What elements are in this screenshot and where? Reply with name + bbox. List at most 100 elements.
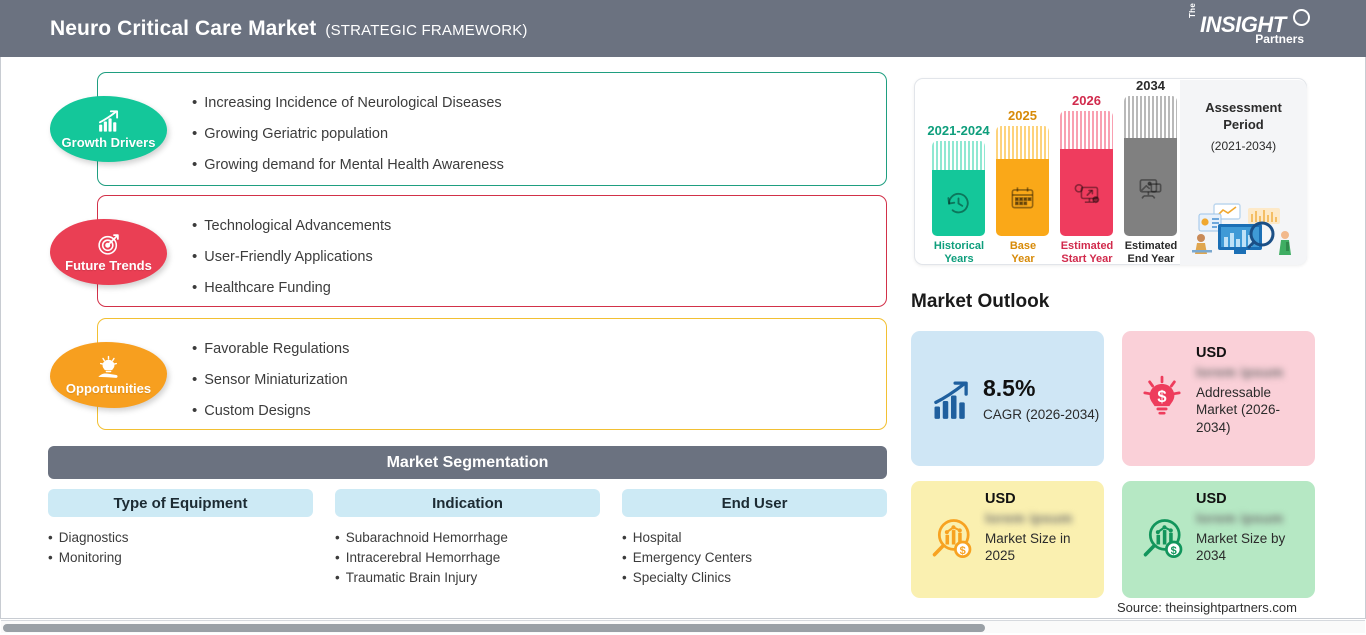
magnifier-bars-dollar-icon: $ [1140, 517, 1184, 566]
badge-opportunities[interactable]: Opportunities [50, 342, 167, 408]
segment-column-title: Type of Equipment [48, 489, 313, 517]
list-item: Monitoring [48, 548, 313, 568]
segment-items: HospitalEmergency CentersSpecialty Clini… [622, 528, 887, 588]
hand-lightbulb-icon [96, 354, 121, 380]
outlook-card-1: 8.5% CAGR (2026-2034) [911, 331, 1104, 466]
assessment-title-line1: Assessment [1205, 100, 1282, 115]
svg-text:$: $ [960, 545, 966, 557]
segment-items: Subarachnoid HemorrhageIntracerebral Hem… [335, 528, 600, 588]
badge-label: Growth Drivers [61, 135, 156, 150]
list-item: Growing demand for Mental Health Awarene… [192, 157, 504, 174]
list-item: User-Friendly Applications [192, 249, 391, 266]
assessment-title-line2: Period [1223, 116, 1264, 132]
assessment-title: Assessment Period [1180, 100, 1307, 133]
card-currency: USD [1196, 345, 1227, 361]
list-item: Hospital [622, 528, 887, 548]
logo-the-text: The [1188, 2, 1197, 18]
card-value: 8.5% [983, 375, 1036, 401]
badge-growth-drivers[interactable]: Growth Drivers [50, 96, 167, 162]
outlook-card-4: $ USD lorem ipsum Market Size by 2034 [1122, 481, 1315, 598]
list-item: Intracerebral Hemorrhage [335, 548, 600, 568]
svg-text:$: $ [1157, 388, 1166, 406]
list-item: Emergency Centers [622, 548, 887, 568]
svg-text:$: $ [1171, 545, 1177, 557]
list-item: Specialty Clinics [622, 568, 887, 588]
market-outlook-title: Market Outlook [911, 291, 1050, 312]
logo-partners-text: Partners [1255, 32, 1304, 46]
card-label: Addressable Market (2026-2034) [1196, 385, 1281, 435]
bar-hatch-segment [932, 141, 985, 170]
list-item: Favorable Regulations [192, 341, 349, 358]
list-item: Subarachnoid Hemorrhage [335, 528, 600, 548]
bar-year-label: 2021-2024 [927, 123, 990, 138]
magnifier-bars-dollar-icon: $ [929, 517, 973, 566]
target-dart-icon [96, 231, 121, 257]
list-item: Sensor Miniaturization [192, 372, 349, 389]
market-segmentation-header: Market Segmentation [48, 446, 887, 479]
list-item: Custom Designs [192, 403, 349, 420]
card-value-blurred: lorem ipsum [985, 510, 1073, 526]
gear-monitor-icon [1060, 149, 1113, 236]
list-item: Diagnostics [48, 528, 313, 548]
page-title: Neuro Critical Care Market (STRATEGIC FRA… [50, 17, 528, 41]
badge-future-trends[interactable]: Future Trends [50, 219, 167, 285]
segment-column-title: End User [622, 489, 887, 517]
card-label: CAGR (2026-2034) [983, 407, 1100, 422]
bar-hatch-segment [1124, 96, 1177, 138]
insight-partners-logo: The INSIGHT Partners [1188, 3, 1310, 50]
segment-column-type-of-equipment: Type of Equipment DiagnosticsMonitoring [48, 489, 313, 568]
badge-label: Opportunities [65, 381, 152, 396]
badge-label: Future Trends [65, 258, 152, 273]
segment-column-title: Indication [335, 489, 600, 517]
scrollbar-thumb[interactable] [3, 624, 985, 632]
image-monitor-icon [1124, 138, 1177, 236]
list-item: Healthcare Funding [192, 280, 391, 297]
list-item: Increasing Incidence of Neurological Dis… [192, 95, 504, 112]
logo-insight-text: INSIGHT [1200, 12, 1286, 37]
page-title-text: Neuro Critical Care Market [50, 16, 317, 40]
bar-hatch-segment [996, 126, 1049, 159]
source-attribution: Source: theinsightpartners.com [1117, 600, 1297, 615]
outlook-card-2: $ USD lorem ipsum Addressable Market (20… [1122, 331, 1315, 466]
lightbulb-dollar-icon: $ [1140, 375, 1184, 424]
bar-chart-arrow-icon [96, 108, 121, 134]
card-currency: USD [985, 491, 1016, 507]
business-analytics-illustration-icon [1192, 203, 1291, 255]
card-currency: USD [1196, 491, 1227, 507]
list-item: Traumatic Brain Injury [335, 568, 600, 588]
page-header: Neuro Critical Care Market (STRATEGIC FRA… [0, 0, 1366, 57]
assessment-period-range: (2021-2034) [1210, 139, 1277, 154]
row-bullet-list: Increasing Incidence of Neurological Dis… [192, 95, 504, 188]
card-value-blurred: lorem ipsum [1196, 364, 1284, 380]
list-item: Growing Geriatric population [192, 126, 504, 143]
assessment-period-side: Assessment Period (2021-2034) [1180, 80, 1307, 265]
bar-hatch-segment [1060, 111, 1113, 149]
outlook-card-3: $ USD lorem ipsum Market Size in 2025 [911, 481, 1104, 598]
bar-year-label: 2026 [1072, 93, 1101, 108]
card-value-blurred: lorem ipsum [1196, 510, 1284, 526]
bar-year-label: 2025 [1008, 108, 1037, 123]
horizontal-scrollbar[interactable] [1, 620, 1365, 633]
segment-items: DiagnosticsMonitoring [48, 528, 313, 568]
logo-ring-icon [1293, 9, 1310, 26]
segment-column-indication: Indication Subarachnoid HemorrhageIntrac… [335, 489, 600, 588]
card-label: Market Size in 2025 [985, 531, 1071, 564]
segment-column-end-user: End User HospitalEmergency CentersSpecia… [622, 489, 887, 588]
calendar-icon [996, 159, 1049, 236]
list-item: Technological Advancements [192, 218, 391, 235]
page-subtitle: (STRATEGIC FRAMEWORK) [325, 21, 528, 39]
row-bullet-list: Technological AdvancementsUser-Friendly … [192, 218, 391, 311]
card-label: Market Size by 2034 [1196, 531, 1286, 564]
bar-chart-arrow-icon [929, 379, 973, 428]
